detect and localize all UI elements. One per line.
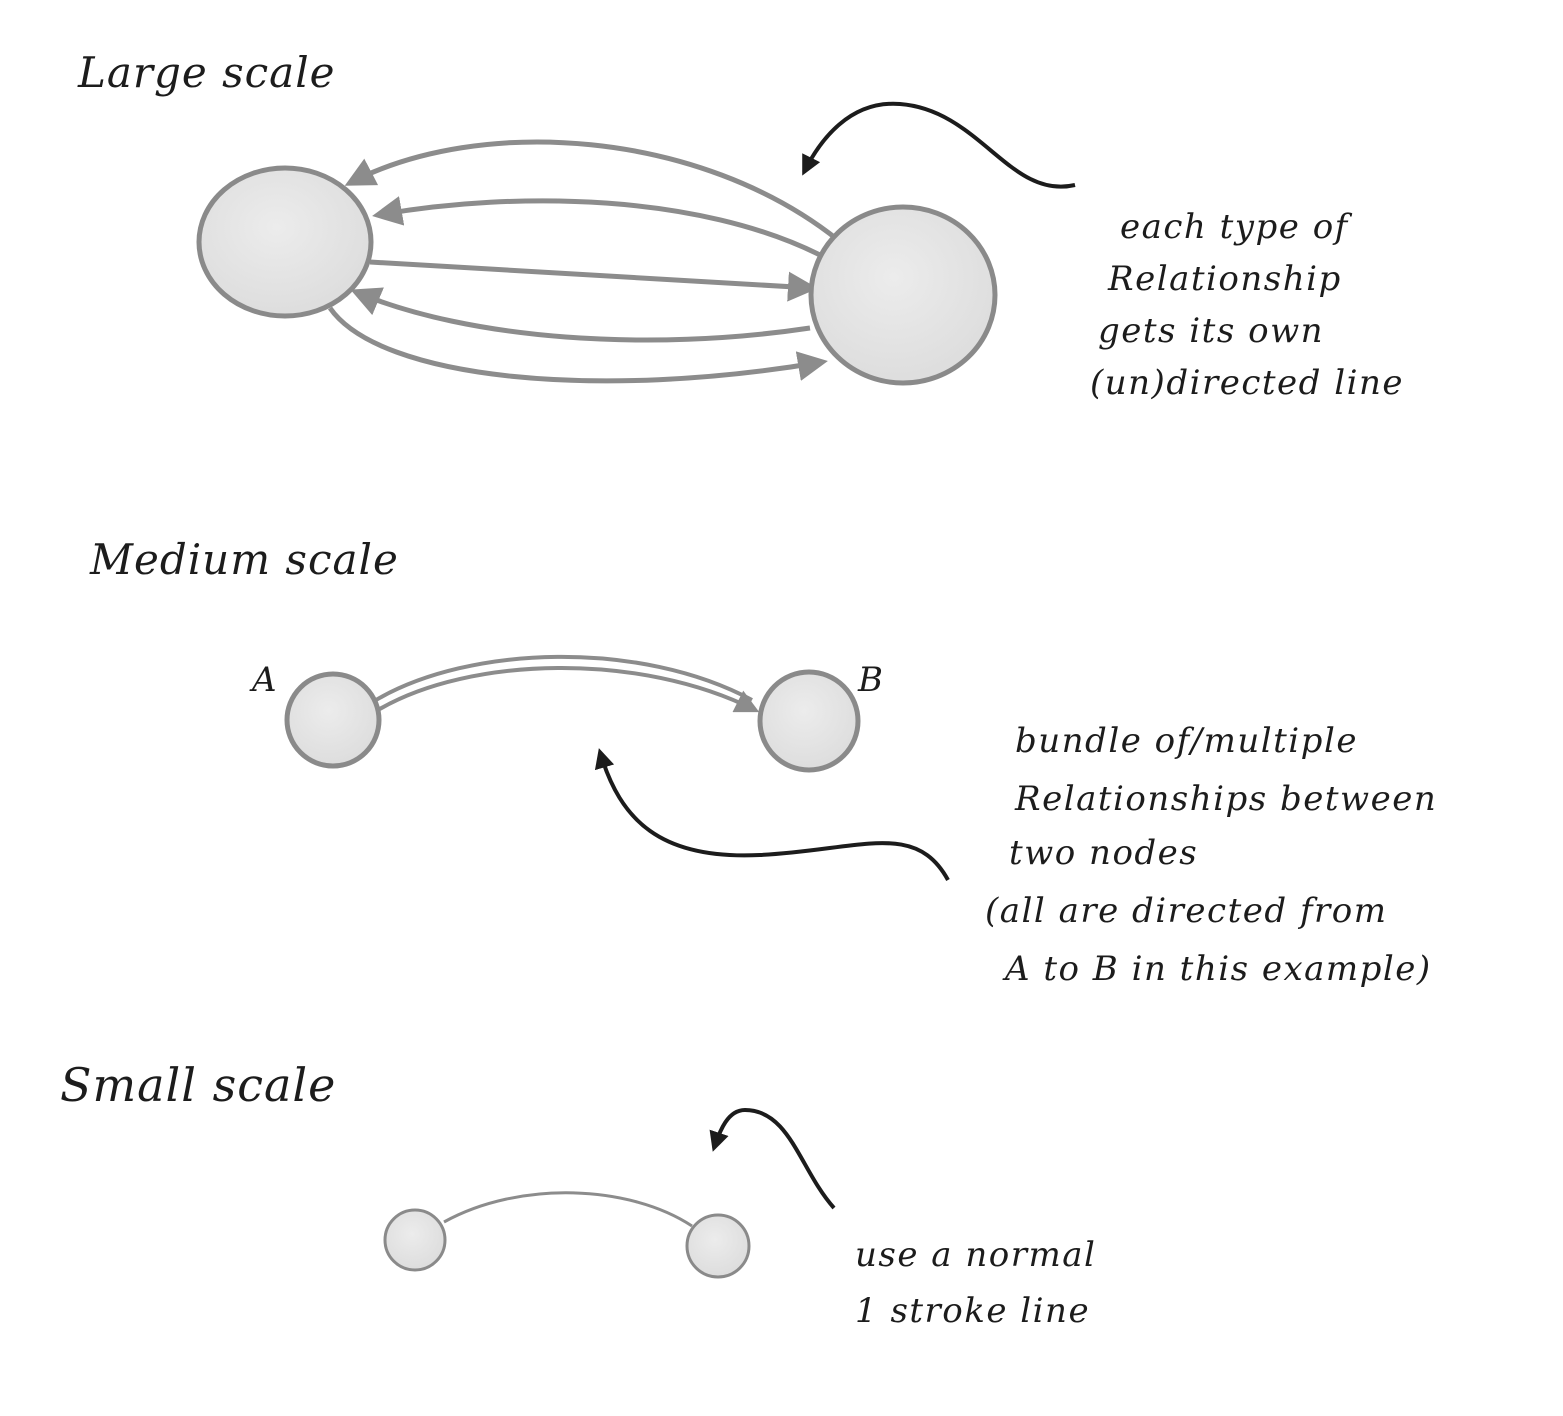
small-scale-heading: Small scale bbox=[60, 1058, 337, 1112]
large-edge-1 bbox=[344, 139, 840, 242]
large-edge-2 bbox=[372, 196, 822, 258]
large-annotation-arrow bbox=[802, 101, 1076, 189]
large-node-left bbox=[196, 165, 374, 319]
medium-bundle-edge-outer bbox=[374, 654, 753, 702]
node-b-label: B bbox=[858, 660, 883, 700]
note-line: Relationships between bbox=[1015, 779, 1438, 819]
large-scale-graph bbox=[196, 101, 1076, 386]
large-edge-5 bbox=[327, 306, 828, 384]
small-node-left bbox=[383, 1208, 447, 1272]
medium-node-a bbox=[284, 671, 382, 769]
medium-node-b bbox=[757, 669, 861, 773]
large-scale-heading: Large scale bbox=[78, 48, 336, 97]
note-line: Relationship bbox=[1108, 259, 1342, 299]
medium-bundle-edge-inner bbox=[376, 666, 760, 713]
large-scale-note: each type of Relationship gets its own (… bbox=[1090, 198, 1404, 412]
note-line: A to B in this example) bbox=[1005, 949, 1432, 989]
node-a-label: A bbox=[252, 660, 277, 700]
medium-annotation-arrow bbox=[594, 748, 950, 881]
note-line: each type of bbox=[1120, 207, 1349, 247]
note-line: two nodes bbox=[1009, 833, 1199, 873]
small-scale-graph bbox=[383, 1107, 836, 1279]
large-edge-3 bbox=[369, 259, 818, 302]
note-line: use a normal bbox=[855, 1235, 1097, 1275]
note-line: 1 stroke line bbox=[855, 1291, 1091, 1331]
large-edge-4 bbox=[350, 287, 811, 343]
note-line: (all are directed from bbox=[985, 891, 1388, 931]
medium-scale-graph bbox=[284, 654, 950, 881]
note-line: gets its own bbox=[1098, 311, 1325, 351]
small-node-right bbox=[685, 1213, 751, 1279]
note-line: (un)directed line bbox=[1090, 363, 1405, 403]
large-node-right bbox=[808, 204, 998, 386]
medium-scale-heading: Medium scale bbox=[90, 535, 399, 584]
small-scale-note: use a normal 1 stroke line bbox=[855, 1226, 1096, 1340]
small-edge bbox=[443, 1191, 693, 1228]
small-annotation-arrow bbox=[709, 1107, 836, 1210]
medium-scale-note: bundle of/multiple Relationships between… bbox=[985, 712, 1437, 998]
note-line: bundle of/multiple bbox=[1015, 721, 1358, 761]
